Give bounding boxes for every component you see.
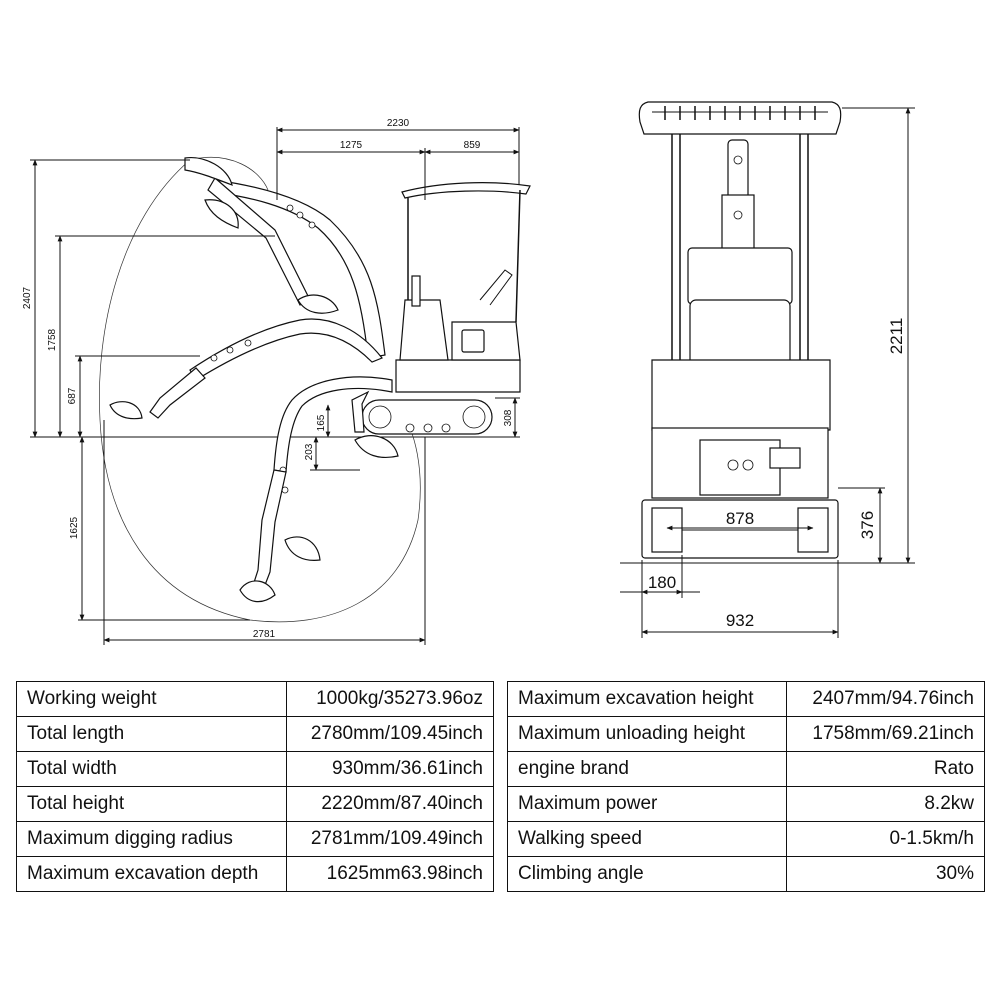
dim-max-depth: 1625 (69, 516, 80, 539)
spec-label: Maximum digging radius (15, 821, 288, 857)
spec-label: Maximum unloading height (507, 716, 787, 752)
spec-label: Climbing angle (507, 856, 787, 892)
dim-unload-height: 1758 (47, 328, 58, 351)
spec-value: 30% (785, 856, 986, 892)
side-view: 2230 1275 859 2407 1758 687 1625 2781 30… (22, 118, 531, 645)
track (361, 399, 493, 435)
dim-max-height: 2407 (22, 286, 33, 309)
spec-value: 1000kg/35273.96oz (286, 681, 494, 717)
dim-blade-lift: 165 (316, 414, 327, 431)
dim-track-height: 308 (503, 409, 514, 426)
dim-front-section: 1275 (340, 140, 363, 151)
boom-lowered (239, 376, 399, 603)
dim-total-width: 932 (726, 611, 754, 630)
front-canopy (638, 101, 842, 360)
dim-pivot-height: 687 (67, 387, 78, 404)
dozer-blade (351, 390, 370, 433)
spec-label: engine brand (507, 751, 787, 787)
dim-rear-section: 859 (464, 140, 481, 151)
spec-value: 1625mm63.98inch (286, 856, 494, 892)
spec-label: Maximum excavation depth (15, 856, 288, 892)
dim-blade-drop: 203 (304, 443, 315, 460)
dim-track-gauge: 878 (726, 509, 754, 528)
upper-body (395, 269, 521, 393)
spec-label: Maximum power (507, 786, 787, 822)
dim-track-width: 180 (648, 573, 676, 592)
spec-value: 1758mm/69.21inch (785, 716, 986, 752)
dim-dig-radius: 2781 (253, 629, 276, 640)
spec-value: 930mm/36.61inch (286, 751, 494, 787)
spec-label: Total width (15, 751, 288, 787)
working-envelope (99, 159, 421, 623)
dim-blade-height: 376 (858, 511, 877, 539)
canopy (401, 182, 531, 323)
spec-value: 2407mm/94.76inch (785, 681, 986, 717)
technical-drawing: 2230 1275 859 2407 1758 687 1625 2781 30… (22, 101, 915, 645)
spec-label: Total length (15, 716, 288, 752)
spec-label: Maximum excavation height (507, 681, 787, 717)
spec-value: 0-1.5km/h (785, 821, 986, 857)
boom-mid (109, 294, 383, 420)
dim-overall-length: 2230 (387, 118, 410, 129)
front-body (651, 247, 831, 499)
dim-total-height: 2211 (887, 318, 906, 355)
spec-value: 8.2kw (785, 786, 986, 822)
spec-value: 2220mm/87.40inch (286, 786, 494, 822)
spec-value: Rato (785, 751, 986, 787)
spec-label: Walking speed (507, 821, 787, 857)
spec-value: 2781mm/109.49inch (286, 821, 494, 857)
spec-label: Working weight (15, 681, 288, 717)
spec-label: Total height (15, 786, 288, 822)
spec-value: 2780mm/109.45inch (286, 716, 494, 752)
boom-raised (184, 156, 386, 359)
front-view: 2211 376 878 180 932 (620, 101, 915, 638)
